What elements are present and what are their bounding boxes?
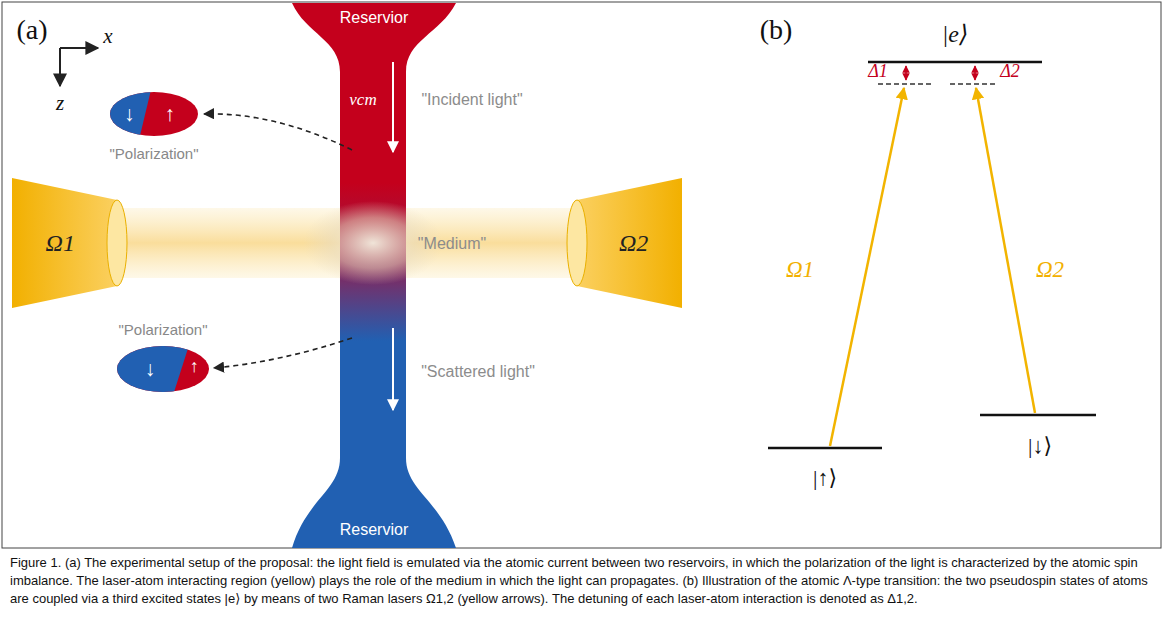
- scattered-arrow: [392, 328, 394, 410]
- raman-arrow: [830, 88, 904, 446]
- annotation: "Medium": [418, 235, 486, 253]
- laser-cone-text: Ω2: [619, 230, 648, 256]
- raman-label: Ω2: [1036, 257, 1064, 282]
- spin-down-part: [110, 92, 150, 136]
- polarization-ellipse-text: "Polarization": [118, 322, 207, 339]
- reservoir: Reservior: [319, 6, 429, 30]
- laser-aperture: [567, 200, 587, 286]
- annotation: "Incident light": [421, 91, 522, 109]
- z-axis-arrow: [59, 48, 61, 86]
- state-label: |↑⟩: [813, 466, 837, 490]
- raman-label: Ω1: [786, 257, 814, 282]
- panel-label: (b): [760, 15, 793, 46]
- atomic-tube: [292, 3, 456, 548]
- spin-down-part: [117, 346, 189, 392]
- polarization-leader: [214, 338, 352, 368]
- figure-caption: Figure 1. (a) The experimental setup of …: [10, 554, 1153, 608]
- annotation: "Scattered light": [421, 363, 535, 381]
- polarization-ellipse-shape: [110, 92, 198, 136]
- reservoir: Reservior: [319, 518, 429, 542]
- laser-cone-text: Ω1: [46, 230, 75, 256]
- polarization-ellipse-text: ↑: [165, 102, 176, 125]
- polarization-ellipse-text: ↑: [190, 357, 199, 377]
- incident-arrow: [392, 62, 394, 152]
- polarization-ellipse: ↓↑"Polarization": [110, 92, 198, 136]
- x-axis-arrow: [60, 47, 98, 49]
- state-label: |e⟩: [942, 21, 969, 47]
- spin-ellipse: [110, 92, 198, 136]
- polarization-ellipse-text: "Polarization": [109, 146, 198, 163]
- polarization-ellipse: "Polarization"↓↑: [117, 346, 209, 392]
- up-level: [768, 447, 882, 450]
- down-level: [980, 414, 1096, 417]
- laser-cone: Ω1: [12, 178, 127, 308]
- axis-label: x: [103, 25, 112, 48]
- laser-cone: [12, 178, 117, 308]
- velocity-label: vcm: [349, 91, 376, 110]
- detuning-label: Δ2: [1000, 62, 1020, 82]
- virtual-level: [950, 83, 996, 85]
- laser-aperture: [107, 200, 127, 286]
- polarization-ellipse-text: ↓: [145, 357, 156, 380]
- spin-up-part: [117, 346, 209, 392]
- laser-cone: Ω2: [567, 178, 682, 308]
- raman-arrow: [976, 88, 1035, 413]
- state-label: |↓⟩: [1028, 434, 1052, 458]
- detuning-arrow: [974, 66, 976, 80]
- detuning-arrow: [905, 66, 907, 80]
- virtual-level: [878, 83, 932, 85]
- reservoir-text: Reservior: [340, 521, 408, 539]
- polarization-ellipse-text: ↓: [124, 102, 135, 125]
- panel-label: (a): [16, 15, 47, 46]
- spin-up-part: [110, 92, 198, 136]
- laser-cone: [577, 178, 682, 308]
- detuning-label: Δ1: [868, 62, 888, 82]
- spin-ellipse: [117, 346, 209, 392]
- axis-label: z: [56, 92, 64, 115]
- figure-frame: [2, 2, 1161, 548]
- reservoir-text: Reservior: [340, 9, 408, 27]
- polarization-leader: [204, 114, 352, 150]
